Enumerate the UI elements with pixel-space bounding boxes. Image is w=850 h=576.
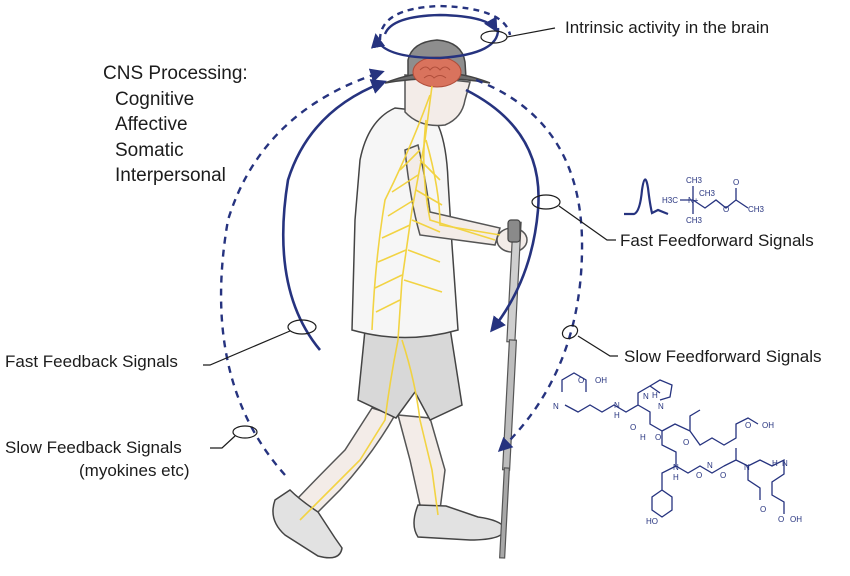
chem-atom: O [630, 423, 636, 432]
chem-atom: CH3 [748, 205, 765, 214]
fast-feedback-label: Fast Feedback Signals [5, 352, 178, 371]
chem-atom: N [614, 401, 620, 410]
slow-feedback-arrow [219, 68, 385, 476]
cns-item-interpersonal: Interpersonal [115, 165, 226, 186]
chem-atom: H [640, 433, 646, 442]
walking-pole [499, 219, 522, 559]
intrinsic-leader [506, 27, 556, 38]
intrinsic-loop-dashed [378, 4, 512, 41]
chem-atom: O [578, 376, 584, 385]
back-leg [289, 407, 397, 518]
nervous-system [299, 85, 501, 521]
intrinsic-loop-solid [370, 27, 500, 60]
slow-feedback-note: (myokines etc) [79, 461, 190, 480]
chem-atom: O [683, 438, 689, 447]
chem-atom: H [772, 459, 778, 468]
slow-feedback-ellipse [232, 425, 258, 439]
chem-atom: OH [595, 376, 607, 385]
chem-atom: H [614, 411, 620, 420]
slow-feedforward-arrow [475, 78, 584, 452]
intrinsic-activity-label: Intrinsic activity in the brain [565, 18, 770, 37]
chem-atom: HO [646, 517, 658, 526]
cns-processing-block: CNS Processing: Cognitive Affective Soma… [103, 61, 248, 189]
chem-atom: CH3 [686, 216, 703, 225]
label-leaders [203, 27, 618, 449]
chem-atom: N [673, 463, 679, 472]
chem-atom: O [745, 421, 751, 430]
fast-feedback-arrow [281, 79, 387, 351]
brain-folds [419, 66, 451, 79]
action-potential-icon [624, 178, 669, 216]
chem-atom: CH3 [686, 176, 703, 185]
chem-atom: N [744, 463, 750, 472]
cns-item-affective: Affective [115, 114, 188, 135]
intrinsic-loop-solid-top [383, 13, 498, 35]
fast-feedforward-arrow [465, 88, 540, 333]
fast-feedback-leader [203, 330, 291, 366]
chem-atom: O [696, 471, 702, 480]
shirt [351, 107, 459, 339]
slow-feedforward-label: Slow Feedforward Signals [624, 347, 822, 366]
chem-atom: O [723, 205, 729, 214]
chem-atom: N [553, 402, 559, 411]
chem-atom: H [673, 473, 679, 482]
fast-feedback-ellipse [287, 319, 317, 335]
arm [404, 143, 501, 246]
signal-arrows [219, 4, 584, 476]
chem-atom: O [720, 471, 726, 480]
chem-atom: H3C [662, 196, 678, 205]
chem-atom: H [652, 391, 658, 400]
chem-atom: O [733, 178, 739, 187]
fast-feedforward-leader [558, 205, 616, 241]
cns-item-cognitive: Cognitive [115, 88, 195, 110]
face [404, 74, 471, 127]
brain [412, 56, 462, 88]
chem-atom: O [760, 505, 766, 514]
cns-item-somatic: Somatic [115, 139, 184, 161]
chem-atom: N [782, 459, 788, 468]
chem-atom: N [658, 402, 664, 411]
chem-atom: N [643, 392, 649, 401]
slow-feedback-leader [210, 435, 236, 449]
fast-feedforward-label: Fast Feedforward Signals [620, 231, 814, 250]
chem-atom: OH [762, 421, 774, 430]
slow-feedforward-leader [577, 335, 618, 357]
acetylcholine-structure: CH3 CH3 CH3 H3C N+ O O CH3 [662, 176, 765, 225]
fast-feedforward-ellipse [531, 194, 561, 210]
shorts [357, 327, 463, 421]
slow-feedback-label: Slow Feedback Signals [5, 438, 182, 457]
cns-processing-heading: CNS Processing: [103, 63, 248, 84]
back-shoe [272, 489, 343, 559]
chem-atom: N [707, 461, 713, 470]
peptide-structure: O OH N N H H N O O O N H O N O N O OH N … [553, 372, 802, 526]
front-shoe [413, 504, 506, 541]
chem-atom: O [778, 515, 784, 524]
chem-atom: O [655, 433, 661, 442]
walking-person-figure [272, 39, 528, 559]
slow-feedforward-ellipse [561, 324, 579, 340]
chem-atom: CH3 [699, 189, 716, 198]
chem-atom: OH [790, 515, 802, 524]
chem-atom: N+ [688, 196, 699, 205]
